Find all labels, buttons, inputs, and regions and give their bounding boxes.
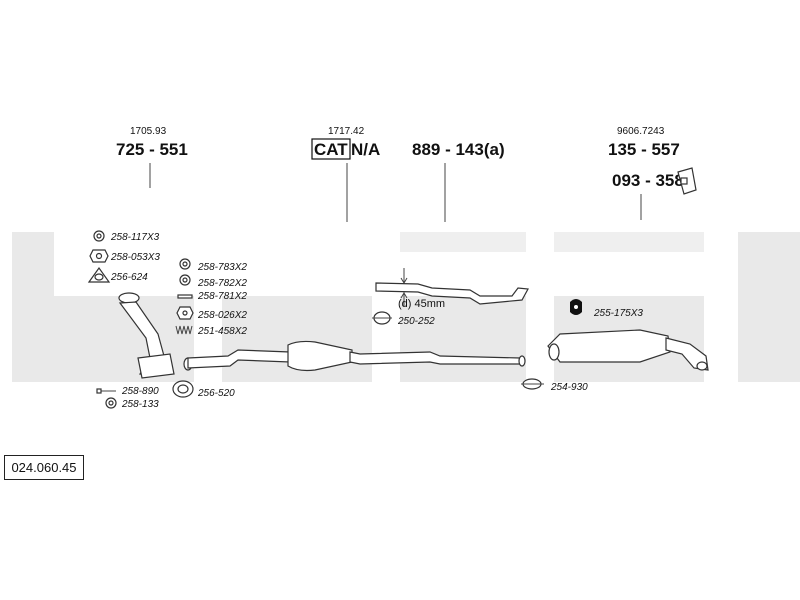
mid-part-1: 258-783X2: [197, 262, 247, 273]
flange-part: 256-520: [197, 388, 235, 399]
cat-ref: 1717.42: [328, 126, 365, 137]
gasket-icon: [87, 266, 111, 283]
spring-icon: [175, 325, 193, 335]
flange-gasket-icon: [172, 380, 194, 398]
pipe-note: (d) 45mm: [398, 298, 445, 310]
hex-nut-icon: [176, 306, 194, 320]
intermediate-pipe: [375, 268, 529, 306]
rubber-mount-icon: [570, 299, 582, 315]
catalog-code: 024.060.45: [4, 455, 84, 480]
washer-icon: [93, 230, 105, 242]
nut2-icon: [179, 274, 191, 286]
mid-part-2: 258-782X2: [197, 278, 247, 289]
muffler-clamp-icon: [521, 378, 544, 390]
cat-box: [311, 138, 351, 160]
clamp-bolt-icon: [96, 388, 116, 394]
mid-part-5: 251-458X2: [197, 326, 247, 337]
left-part-1: 258-117X3: [110, 232, 160, 243]
mid-part-4: 258-026X2: [197, 310, 247, 321]
front-part-number: 725 - 551: [116, 140, 188, 159]
left-part-3: 256-624: [110, 272, 148, 283]
bottom-left-part-1: 258-890: [121, 386, 159, 397]
rubber-part: 255-175X3: [593, 308, 643, 319]
front-ref: 1705.93: [130, 126, 167, 137]
bolt-icon: [177, 294, 193, 299]
rear-ref: 9606.7243: [617, 126, 665, 137]
left-part-2: 258-053X3: [110, 252, 160, 263]
small-washer-icon: [105, 397, 117, 409]
front-pipe: [118, 292, 175, 379]
bosal-watermark: [12, 232, 800, 382]
mid-part-3: 258-781X2: [197, 291, 247, 302]
cat-pipe: [183, 340, 526, 372]
rear-muffler: [547, 329, 709, 371]
pipe-clamp-icon: [372, 311, 392, 325]
cat-part-number: N/A: [351, 140, 380, 159]
nut-icon: [89, 249, 109, 263]
cat-label: CAT: [314, 140, 348, 159]
clamp-part: 250-252: [397, 316, 435, 327]
mid-part-number: 889 - 143(a): [412, 140, 505, 159]
rear-part-number: 135 - 557: [608, 140, 680, 159]
bottom-left-part-2: 258-133: [121, 399, 159, 410]
bracket-icon: [677, 167, 697, 195]
rear-part-number-2: 093 - 358: [612, 171, 684, 190]
spring-washer-icon: [179, 258, 191, 270]
muffler-clamp-part: 254-930: [550, 382, 588, 393]
